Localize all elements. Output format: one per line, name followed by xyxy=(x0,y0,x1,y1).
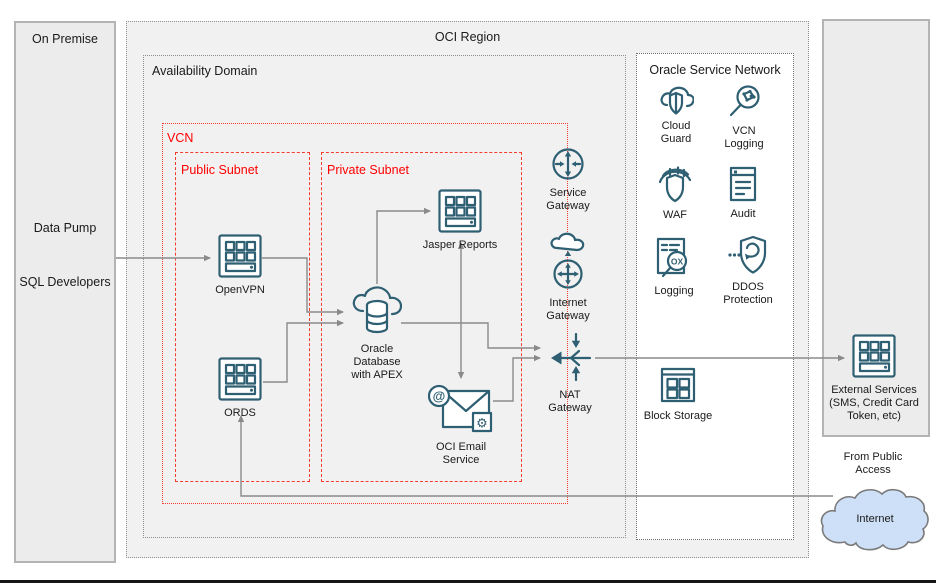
node-oracle-database: Oracle Database with APEX xyxy=(345,284,409,382)
vcn-logging-icon xyxy=(729,85,760,117)
node-cloud-guard: Cloud Guard xyxy=(656,85,696,146)
database-cloud-icon xyxy=(352,286,403,334)
node-internet-cloud: Internet xyxy=(816,479,934,557)
on-premise-title: On Premise xyxy=(32,32,98,46)
node-label: Logging xyxy=(654,285,694,297)
nat-gateway-icon xyxy=(551,332,592,382)
svg-text:⚙: ⚙ xyxy=(476,417,488,432)
service-gateway-icon xyxy=(552,148,584,180)
availability-domain-box xyxy=(143,55,626,538)
internet-cloud-label: Internet xyxy=(856,513,893,525)
node-waf: WAF xyxy=(655,164,695,222)
node-jasper-reports: Jasper Reports xyxy=(415,188,505,252)
data-pump-label: Data Pump xyxy=(33,221,97,235)
from-public-access-label: From Public Access xyxy=(843,451,903,476)
node-label: Service Gateway xyxy=(546,187,590,212)
node-label: External Services (SMS, Credit Card Toke… xyxy=(829,384,919,422)
email-icon: @ ⚙ xyxy=(428,384,493,433)
block-storage-icon xyxy=(660,367,696,403)
node-block-storage: Block Storage xyxy=(638,365,718,423)
oracle-service-network-title: Oracle Service Network xyxy=(649,63,781,77)
svg-text:OX: OX xyxy=(671,257,684,267)
node-label: Cloud Guard xyxy=(660,120,692,145)
public-subnet-title: Public Subnet xyxy=(181,163,259,177)
ddos-protection-icon xyxy=(728,235,767,274)
public-subnet-box xyxy=(175,152,310,482)
node-ddos-protection: DDOS Protection xyxy=(716,234,780,307)
page-bottom-rule xyxy=(0,580,936,583)
node-label: ORDS xyxy=(224,407,256,419)
node-logging: OX Logging xyxy=(644,236,704,298)
node-vcn-logging: VCN Logging xyxy=(721,84,767,151)
node-label: DDOS Protection xyxy=(723,281,773,306)
node-label: WAF xyxy=(662,209,688,221)
node-label: NAT Gateway xyxy=(548,389,592,414)
node-service-gateway: Service Gateway xyxy=(542,146,594,213)
sql-developers-label: SQL Developers xyxy=(19,275,111,289)
node-external-services: External Services (SMS, Credit Card Toke… xyxy=(824,333,924,423)
svg-text:@: @ xyxy=(433,389,446,404)
cloud-guard-icon xyxy=(660,86,694,115)
internet-cloud-icon: Internet xyxy=(820,488,929,551)
compute-grid-icon xyxy=(438,189,482,233)
vcn-box xyxy=(162,123,568,504)
node-label: Internet Gateway xyxy=(546,297,590,322)
node-oci-email-service: @ ⚙ OCI Email Service xyxy=(428,384,494,467)
node-audit: Audit xyxy=(723,165,763,221)
node-label: Jasper Reports xyxy=(422,239,498,251)
waf-icon xyxy=(658,166,692,203)
node-ords: ORDS xyxy=(205,356,275,420)
vcn-title: VCN xyxy=(167,131,194,145)
node-label: OCI Email Service xyxy=(435,441,487,466)
compute-grid-icon xyxy=(218,357,262,401)
node-label: Audit xyxy=(730,208,756,220)
compute-grid-icon xyxy=(852,334,896,378)
node-nat-gateway: NAT Gateway xyxy=(545,330,595,415)
node-openvpn: OpenVPN xyxy=(205,233,275,297)
node-label: Block Storage xyxy=(643,410,713,422)
compute-grid-icon xyxy=(218,234,262,278)
internet-gateway-icon xyxy=(550,232,585,289)
availability-domain-title: Availability Domain xyxy=(152,64,258,78)
private-subnet-title: Private Subnet xyxy=(327,163,409,177)
logging-icon: OX xyxy=(656,237,688,278)
on-premise-box xyxy=(14,21,116,563)
node-internet-gateway: Internet Gateway xyxy=(542,232,594,323)
oci-region-title: OCI Region xyxy=(434,30,501,44)
node-label: Oracle Database with APEX xyxy=(351,343,403,381)
node-label: OpenVPN xyxy=(215,284,265,296)
node-label: VCN Logging xyxy=(724,125,764,150)
audit-icon xyxy=(729,166,757,202)
